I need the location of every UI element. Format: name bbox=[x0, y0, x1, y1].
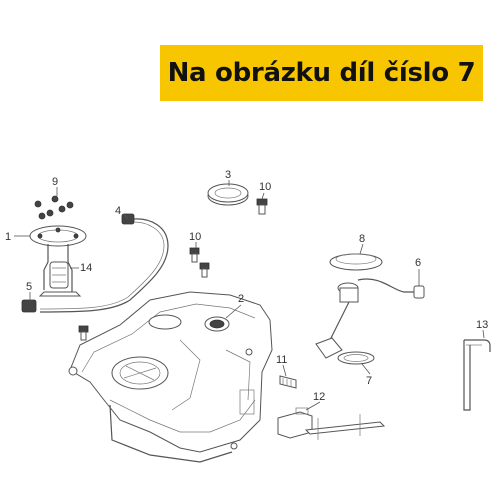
part-label-7: 7 bbox=[366, 375, 372, 387]
bolt-10-mid bbox=[189, 247, 210, 278]
part-label-13: 13 bbox=[476, 319, 488, 331]
part-label-6: 6 bbox=[415, 257, 421, 269]
part-label-14: 14 bbox=[80, 262, 92, 274]
pump-bolts bbox=[34, 195, 74, 220]
fuel-hose bbox=[21, 213, 169, 313]
leader-lines bbox=[14, 180, 485, 411]
part-label-10-mid: 10 bbox=[189, 231, 201, 243]
bracket bbox=[277, 407, 386, 440]
part-label-1: 1 bbox=[5, 231, 11, 243]
tank-cap-seal bbox=[207, 183, 249, 206]
bent-pipe bbox=[463, 339, 491, 411]
part-label-12: 12 bbox=[313, 391, 325, 403]
fuel-pump-assembly bbox=[29, 225, 87, 297]
fuel-level-sensor bbox=[315, 253, 425, 365]
highlighted-part-banner: Na obrázku díl číslo 7 bbox=[160, 45, 483, 101]
part-label-5: 5 bbox=[26, 281, 32, 293]
fuel-tank bbox=[68, 291, 273, 463]
part-label-10-top: 10 bbox=[259, 181, 271, 193]
part-label-8: 8 bbox=[359, 233, 365, 245]
part-label-9: 9 bbox=[52, 176, 58, 188]
part-label-3: 3 bbox=[225, 169, 231, 181]
banner-text: Na obrázku díl číslo 7 bbox=[167, 58, 476, 88]
clip bbox=[279, 375, 297, 389]
part-label-11: 11 bbox=[276, 354, 287, 366]
tank-bolt bbox=[78, 325, 89, 341]
bolt-10-top bbox=[256, 198, 268, 215]
part-label-2: 2 bbox=[238, 293, 244, 305]
part-label-4: 4 bbox=[115, 205, 121, 217]
